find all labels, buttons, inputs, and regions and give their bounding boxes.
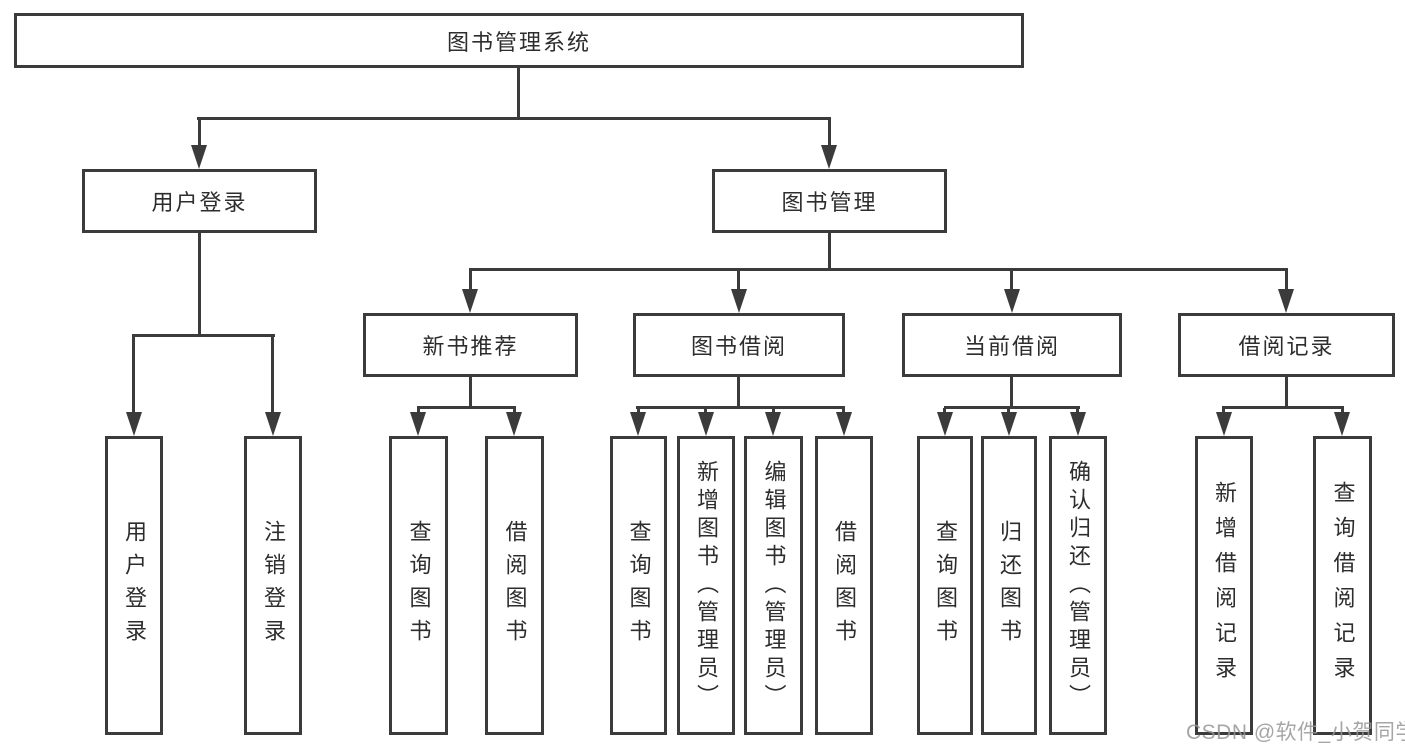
arrowhead-icon (126, 412, 142, 436)
node-book-borrow: 图书借阅 (633, 313, 845, 377)
connector-root-drop (517, 67, 520, 119)
node-add-books-admin-label: 新增图书（管理员） (694, 459, 719, 712)
arrowhead-icon (191, 145, 207, 169)
node-new-book-recommend-label: 新书推荐 (422, 334, 519, 359)
arrowhead-icon (265, 412, 281, 436)
connector-stub (1007, 408, 1010, 414)
arrowhead-icon (698, 412, 714, 436)
connector-borrow-records-bus (1222, 406, 1344, 409)
node-add-borrow-record: 新增借阅记录 (1195, 436, 1253, 735)
node-borrow-records: 借阅记录 (1178, 313, 1395, 377)
connector-user-login-drop (198, 230, 201, 337)
connector-stub (704, 408, 707, 414)
connector-to-book-borrow (737, 268, 740, 291)
arrowhead-icon (821, 145, 837, 169)
node-query-books-recommend: 查询图书 (389, 436, 448, 735)
node-borrow-books-recommend: 借阅图书 (485, 436, 544, 735)
connector-book-borrow-drop (737, 375, 740, 409)
connector-stub (1222, 408, 1225, 414)
connector-book-mgmt-drop (828, 230, 831, 270)
arrowhead-icon (462, 289, 478, 313)
node-query-books-recommend-label: 查询图书 (406, 519, 432, 652)
connector-stub (842, 408, 845, 414)
connector-to-user-login (198, 119, 201, 146)
node-return-books-label: 归还图书 (997, 519, 1022, 652)
arrowhead-icon (1004, 289, 1020, 313)
node-borrow-books-op: 借阅图书 (815, 436, 873, 735)
node-return-books: 归还图书 (981, 436, 1037, 735)
node-borrow-books-op-label: 借阅图书 (832, 519, 857, 652)
arrowhead-icon (1216, 412, 1232, 436)
node-query-borrow-record-label: 查询借阅记录 (1330, 480, 1356, 691)
connector-stub (417, 408, 420, 414)
connector-to-borrow-records (1285, 268, 1288, 291)
arrowhead-icon (506, 412, 522, 436)
connector-stub (637, 408, 640, 414)
node-book-borrow-label: 图书借阅 (690, 334, 787, 359)
node-confirm-return-admin-label: 确认归还（管理员） (1066, 459, 1091, 712)
node-borrow-records-label: 借阅记录 (1238, 334, 1335, 359)
connector-stub (513, 408, 516, 414)
node-add-borrow-record-label: 新增借阅记录 (1212, 480, 1237, 691)
node-user-login: 用户登录 (82, 169, 317, 233)
arrowhead-icon (410, 412, 426, 436)
connector-new-books-bus (417, 406, 516, 409)
connector-stub (943, 408, 946, 414)
node-query-books-borrow: 查询图书 (610, 436, 667, 735)
connector-current-borrow-bus (944, 406, 1080, 409)
connector-book-mgmt-bus (469, 268, 1287, 271)
node-book-management: 图书管理 (712, 169, 947, 233)
node-add-books-admin: 新增图书（管理员） (677, 436, 735, 735)
node-user-login-label: 用户登录 (151, 190, 248, 215)
node-query-books-current: 查询图书 (917, 436, 973, 735)
node-system-root: 图书管理系统 (14, 13, 1024, 68)
arrowhead-icon (731, 289, 747, 313)
arrowhead-icon (1278, 289, 1294, 313)
node-query-books-borrow-label: 查询图书 (626, 519, 652, 652)
node-logout-op: 注销登录 (244, 436, 302, 735)
node-query-books-current-label: 查询图书 (933, 519, 958, 652)
node-borrow-books-recommend-label: 借阅图书 (502, 519, 528, 652)
node-user-login-op-label: 用户登录 (122, 519, 147, 652)
node-system-root-label: 图书管理系统 (446, 29, 591, 55)
connector-current-borrow-drop (1010, 376, 1013, 409)
node-confirm-return-admin: 确认归还（管理员） (1049, 436, 1107, 735)
node-edit-books-admin-label: 编辑图书（管理员） (761, 459, 787, 712)
arrowhead-icon (937, 412, 953, 436)
connector-to-current-borrow (1010, 268, 1013, 291)
connector-to-login-op (132, 336, 135, 413)
arrowhead-icon (1070, 412, 1086, 436)
connector-user-login-bus (132, 334, 275, 337)
arrowhead-icon (1001, 412, 1017, 436)
connector-root-bus (197, 117, 831, 120)
arrowhead-icon (836, 412, 852, 436)
connector-book-borrow-bus (636, 406, 845, 409)
arrowhead-icon (765, 412, 781, 436)
node-user-login-op: 用户登录 (105, 436, 163, 735)
connector-borrow-records-drop (1285, 376, 1288, 409)
watermark-text: CSDN @软件_小贺同学 (1186, 721, 1405, 744)
arrowhead-icon (630, 412, 646, 436)
connector-stub (1076, 408, 1079, 414)
node-new-book-recommend: 新书推荐 (363, 313, 578, 377)
node-current-borrow: 当前借阅 (902, 313, 1122, 377)
node-edit-books-admin: 编辑图书（管理员） (744, 436, 803, 735)
connector-new-books-drop (469, 375, 472, 409)
connector-to-logout-op (271, 336, 274, 413)
connector-to-new-books (469, 268, 472, 291)
connector-stub (1341, 408, 1344, 414)
connector-stub (772, 408, 775, 414)
connector-to-book-mgmt (828, 119, 831, 146)
node-current-borrow-label: 当前借阅 (963, 334, 1060, 359)
node-query-borrow-record: 查询借阅记录 (1313, 436, 1372, 735)
node-logout-op-label: 注销登录 (261, 519, 286, 652)
arrowhead-icon (1334, 412, 1350, 436)
node-book-management-label: 图书管理 (781, 190, 878, 215)
